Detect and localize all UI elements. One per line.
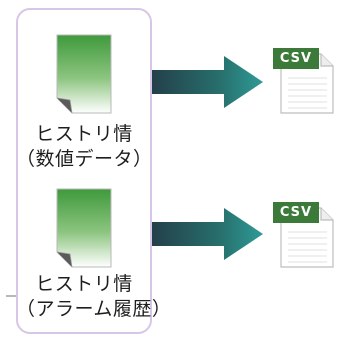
csv-label: CSV [273, 48, 319, 69]
right-arrow-icon [152, 208, 263, 260]
csv-file-icon: CSV [272, 196, 338, 270]
green-document-icon [56, 188, 112, 268]
source-caption-line2: （数値データ） [16, 148, 153, 170]
green-document-icon [56, 34, 112, 114]
source-caption-line1: ヒストリ情 [35, 123, 133, 145]
right-arrow-icon [152, 56, 263, 108]
source-caption-alarm: ヒストリ情 （アラーム履歴） [16, 272, 172, 322]
csv-file-icon: CSV [272, 42, 338, 116]
panel-edge-mark [6, 295, 16, 297]
source-caption-line1: ヒストリ情 [35, 273, 133, 295]
source-caption-line2: （アラーム履歴） [16, 298, 172, 320]
csv-label: CSV [273, 202, 319, 223]
source-caption-numeric: ヒストリ情 （数値データ） [16, 122, 152, 172]
